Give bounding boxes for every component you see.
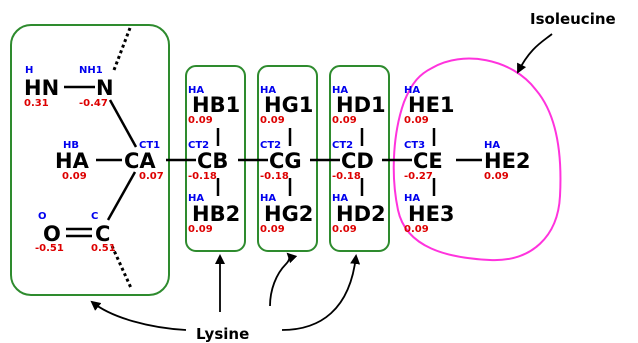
atom-charge: -0.18	[188, 171, 217, 182]
atom-type: CT2	[188, 140, 209, 151]
atom-hb1: HA HB1 0.09	[188, 85, 240, 126]
atom-name: CB	[197, 149, 228, 173]
atom-ha: HB HA 0.09	[55, 140, 90, 182]
atom-type: HA	[404, 193, 420, 204]
atom-name: HG2	[264, 202, 313, 226]
isoleucine-outline	[392, 57, 562, 262]
atom-type: HA	[332, 85, 348, 96]
atom-type: HA	[332, 193, 348, 204]
atom-name: HB1	[192, 93, 240, 117]
atom-type: H	[25, 65, 33, 76]
atom-name: CG	[269, 149, 302, 173]
atom-ce: CT3 CE -0.27	[404, 140, 443, 182]
atom-charge: 0.09	[484, 171, 509, 182]
atom-name: CE	[413, 149, 443, 173]
atom-type: C	[91, 211, 98, 222]
atom-charge: -0.18	[260, 171, 289, 182]
atom-charge: -0.51	[35, 243, 64, 254]
atom-cg: CT2 CG -0.18	[260, 140, 302, 182]
atom-n: NH1 N -0.47	[79, 65, 114, 109]
annotation-arrows	[90, 33, 553, 331]
atom-charge: 0.09	[260, 115, 285, 126]
atom-charge: 0.09	[404, 224, 429, 235]
atom-charge: 0.09	[404, 115, 429, 126]
atom-name: CD	[341, 149, 374, 173]
atom-cb: CT2 CB -0.18	[188, 140, 228, 182]
atom-hd2: HA HD2 0.09	[332, 193, 386, 235]
atom-name: N	[96, 76, 114, 100]
atom-name: HE3	[408, 202, 455, 226]
atom-name: HE1	[408, 93, 455, 117]
atom-charge: 0.09	[260, 224, 285, 235]
atom-name: C	[95, 222, 110, 246]
cb-group-box	[185, 65, 246, 252]
atom-charge: 0.09	[332, 224, 357, 235]
atom-name: HE2	[484, 149, 531, 173]
atom-type: HA	[260, 85, 276, 96]
atom-name: O	[43, 222, 61, 246]
atom-type: CT2	[260, 140, 281, 151]
atom-charge: -0.18	[332, 171, 361, 182]
isoleucine-arrow	[517, 33, 553, 74]
atom-charge: 0.09	[188, 115, 213, 126]
atom-cd: CT2 CD -0.18	[332, 140, 374, 182]
atom-hb2: HA HB2 0.09	[188, 193, 240, 235]
continuation-bond-c	[110, 245, 133, 289]
atom-name: CA	[124, 149, 156, 173]
atom-type: CT2	[332, 140, 353, 151]
cd-group-box	[329, 65, 390, 252]
bonds	[64, 85, 482, 238]
atom-type: HA	[188, 193, 204, 204]
atom-charge: -0.47	[79, 98, 108, 109]
atom-c: C C 0.51	[91, 211, 116, 254]
lysine-arrow-cg	[269, 252, 298, 307]
atom-ca: CT1 CA 0.07	[124, 140, 164, 182]
atom-he3: HA HE3 0.09	[404, 193, 455, 235]
atom-name: HD2	[336, 202, 386, 226]
atom-type: NH1	[79, 65, 103, 76]
atom-hg2: HA HG2 0.09	[260, 193, 313, 235]
bond-n-ca	[108, 99, 138, 148]
cg-group-box	[257, 65, 318, 252]
atom-charge: -0.27	[404, 171, 433, 182]
atom-type: CT1	[139, 140, 160, 151]
bond-ca-c	[106, 171, 137, 221]
atom-name: HG1	[264, 93, 313, 117]
atom-hn: H HN 0.31	[24, 65, 59, 109]
atom-charge: 0.51	[91, 243, 116, 254]
atom-he2: HA HE2 0.09	[484, 140, 531, 182]
atom-type: HA	[260, 193, 276, 204]
atom-type: CT3	[404, 140, 425, 151]
atom-hd1: HA HD1 0.09	[332, 85, 386, 126]
lysine-caption: Lysine	[196, 325, 249, 343]
atom-charge: 0.07	[139, 171, 164, 182]
atom-type: HA	[484, 140, 500, 151]
atom-charge: 0.09	[188, 224, 213, 235]
atom-hg1: HA HG1 0.09	[260, 85, 313, 126]
atom-he1: HA HE1 0.09	[404, 85, 455, 126]
atom-name: HB2	[192, 202, 240, 226]
atom-type: HA	[188, 85, 204, 96]
atom-type: O	[38, 211, 47, 222]
lysine-arrow-backbone	[90, 300, 187, 331]
continuation-bond-n	[112, 27, 132, 71]
atom-name: HD1	[336, 93, 386, 117]
atom-charge: 0.31	[24, 98, 49, 109]
atom-charge: 0.09	[332, 115, 357, 126]
atom-charge: 0.09	[62, 171, 87, 182]
atom-o: O O -0.51	[35, 211, 64, 254]
atom-type: HB	[63, 140, 79, 151]
lysine-arrow-cd	[281, 254, 361, 331]
isoleucine-caption: Isoleucine	[530, 10, 616, 28]
atom-type: HA	[404, 85, 420, 96]
atom-name: HA	[55, 149, 90, 173]
atom-name: HN	[24, 76, 59, 100]
